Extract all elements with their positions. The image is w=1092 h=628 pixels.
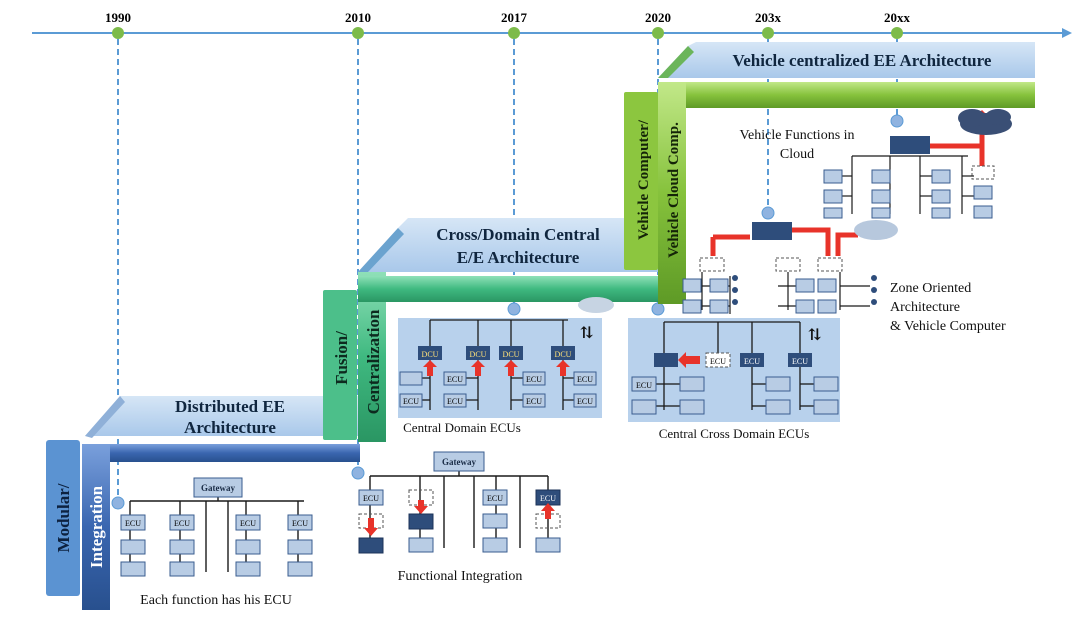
zone-caption-line2: Architecture bbox=[890, 300, 960, 315]
fusion-label: Fusion/ bbox=[332, 331, 351, 385]
centralization-label: Centralization bbox=[364, 309, 383, 414]
zone-oriented-network bbox=[682, 220, 898, 314]
cross-domain-bar bbox=[358, 276, 660, 302]
central-cross-domain-caption: Central Cross Domain ECUs bbox=[659, 426, 810, 441]
central-cross-domain-panel bbox=[628, 318, 840, 422]
cloud-computer-unit bbox=[890, 136, 930, 154]
ecu-label: ECU bbox=[526, 375, 542, 384]
modular-box bbox=[46, 440, 80, 596]
cloud-functions-network bbox=[823, 109, 1012, 219]
ecu-column-3: ECU bbox=[235, 514, 261, 577]
stage-vehicle-computer: Vehicle centralized EE Architecture Vehi… bbox=[624, 42, 1035, 441]
gateway-box bbox=[433, 451, 485, 472]
vehicle-centralized-title: Vehicle centralized EE Architecture bbox=[733, 51, 992, 70]
year-label: 1990 bbox=[105, 10, 131, 25]
ecu-label: ECU bbox=[363, 494, 379, 503]
ecu-column-4: ECU bbox=[287, 514, 313, 577]
dcu-label: DCU bbox=[503, 350, 520, 359]
distributed-bar bbox=[82, 444, 360, 462]
dcu-label: DCU bbox=[555, 350, 572, 359]
ecu-label: ECU bbox=[526, 397, 542, 406]
ecu-label: ECU bbox=[577, 375, 593, 384]
vehicle-cloud-label: Vehicle Cloud Comp. bbox=[666, 122, 682, 258]
cloud-icon bbox=[854, 220, 898, 240]
cloud-caption-line1: Vehicle Functions in bbox=[739, 128, 854, 143]
ecu-label: ECU bbox=[447, 397, 463, 406]
integration-label: Integration bbox=[87, 485, 106, 568]
gateway-box bbox=[193, 477, 243, 498]
vehicle-centralized-bar bbox=[658, 82, 1035, 108]
timeline bbox=[32, 28, 1072, 38]
central-domain-caption: Central Domain ECUs bbox=[403, 420, 521, 435]
stage-fusion-centralization: Fusion/ Centralization Gateway ECU bbox=[323, 272, 561, 584]
fi-column-4: ECU bbox=[535, 489, 561, 553]
fi-column-2 bbox=[408, 489, 434, 553]
vehicle-centralized-header bbox=[658, 42, 1035, 78]
ecu-label: ECU bbox=[240, 519, 256, 528]
dcu-label: DCU bbox=[422, 350, 439, 359]
ecu-label: ECU bbox=[292, 519, 308, 528]
year-label: 203x bbox=[755, 10, 782, 25]
fi-column-3: ECU bbox=[482, 489, 508, 553]
ecu-column-1: ECU bbox=[120, 514, 146, 577]
modular-label: Modular/ bbox=[54, 483, 73, 552]
year-label: 20xx bbox=[884, 10, 911, 25]
functional-integration-caption: Functional Integration bbox=[398, 569, 523, 584]
each-function-caption: Each function has his ECU bbox=[140, 593, 292, 608]
ecu-label: ECU bbox=[540, 494, 556, 503]
ecu-label: ECU bbox=[403, 397, 419, 406]
ecu-label: ECU bbox=[744, 357, 760, 366]
distributed-header bbox=[85, 396, 360, 436]
bidirectional-arrow-icon: ⇅ bbox=[580, 325, 593, 342]
functional-integration-network bbox=[369, 470, 549, 548]
fi-column-1: ECU bbox=[358, 489, 384, 554]
ecu-label: ECU bbox=[125, 519, 141, 528]
ecu-label: ECU bbox=[710, 357, 726, 366]
year-marker-2010: 2010 bbox=[345, 10, 371, 480]
dcu-label: DCU bbox=[470, 350, 487, 359]
distributed-ecu-network bbox=[129, 497, 304, 572]
year-label: 2010 bbox=[345, 10, 371, 25]
ecu-column-2: ECU bbox=[169, 514, 195, 577]
ecu-label: ECU bbox=[174, 519, 190, 528]
stage-cross-domain: Cross/Domain Central E/E Architecture DC… bbox=[358, 218, 660, 435]
year-label: 2020 bbox=[645, 10, 671, 25]
year-marker-203x: 203x bbox=[755, 10, 782, 220]
cloud-caption-line2: Cloud bbox=[780, 147, 814, 162]
cross-domain-title-line1: Cross/Domain Central bbox=[436, 225, 600, 244]
gateway-label: Gateway bbox=[201, 483, 235, 493]
zone-caption-line1: Zone Oriented bbox=[890, 281, 971, 296]
zone-caption-line3: & Vehicle Computer bbox=[890, 319, 1006, 334]
vehicle-computer-label: Vehicle Computer/ bbox=[636, 119, 652, 240]
integration-bar bbox=[82, 444, 110, 610]
cross-domain-title-line2: E/E Architecture bbox=[457, 248, 580, 267]
ecu-label: ECU bbox=[577, 397, 593, 406]
cloud-icon bbox=[958, 109, 1012, 135]
vehicle-computer-unit bbox=[752, 222, 792, 240]
cross-domain-header bbox=[358, 218, 660, 272]
stage-modular-distributed: Distributed EE Architecture Modular/ Int… bbox=[46, 396, 360, 610]
cloud-icon bbox=[578, 297, 614, 313]
gateway-label: Gateway bbox=[442, 457, 476, 467]
year-label: 2017 bbox=[501, 10, 528, 25]
fusion-box bbox=[323, 290, 357, 440]
ecu-label: ECU bbox=[447, 375, 463, 384]
distributed-title-line1: Distributed EE bbox=[175, 397, 285, 416]
distributed-title-line2: Architecture bbox=[184, 418, 276, 437]
vehicle-computer-box bbox=[624, 92, 658, 270]
bidirectional-arrow-icon: ⇅ bbox=[808, 327, 821, 344]
ecu-label: ECU bbox=[792, 357, 808, 366]
dcu-row: DCU DCU DCU DCU bbox=[418, 346, 575, 376]
ecu-label: ECU bbox=[487, 494, 503, 503]
ecu-label: ECU bbox=[636, 381, 652, 390]
vehicle-cloud-bar bbox=[658, 82, 686, 304]
central-domain-ecus: ECU ECU ECU ECU ECU ECU ECU bbox=[399, 371, 597, 408]
